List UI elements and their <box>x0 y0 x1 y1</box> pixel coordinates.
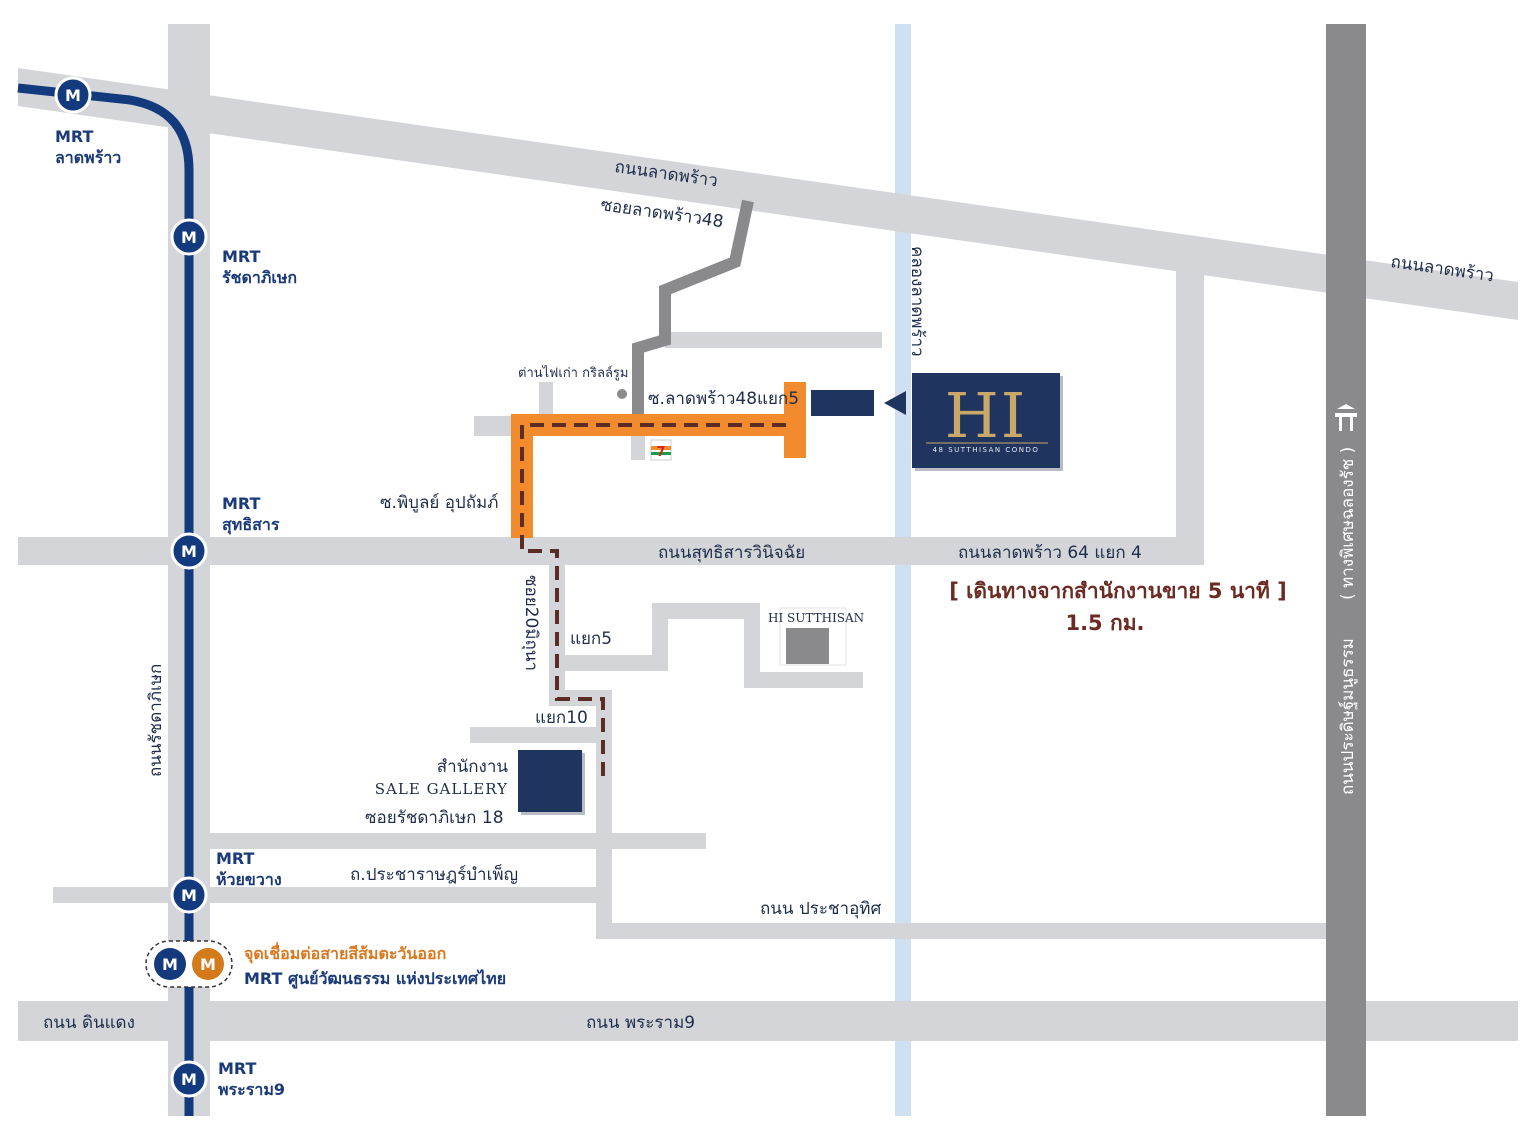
station-label-huaykwang-line1: MRT <box>216 849 255 868</box>
condo-tagline: 48 SUTTHISAN CONDO <box>933 446 1040 454</box>
road-rama9 <box>18 1001 1518 1041</box>
condo-logo-text: HI <box>945 379 1028 452</box>
pointer-triangle-icon <box>884 391 906 415</box>
road-label-prachautit: ถนน ประชาอุทิศ <box>760 899 881 919</box>
expressway-chalong-rat <box>1326 24 1366 1116</box>
road-soi48-5-top <box>665 332 882 348</box>
route-soi-ladprao48 <box>632 199 754 426</box>
road-hi-sutthisan <box>652 603 863 688</box>
station-badge-circle <box>170 218 208 256</box>
sale-gallery-building <box>518 750 582 812</box>
seven-eleven-label: 7 <box>656 445 665 460</box>
interchange-title: จุดเชื่อมต่อสายสีส้มตะวันออก <box>244 942 446 964</box>
interchange-blue-circle <box>154 948 186 980</box>
road-label-yaek10: แยก10 <box>535 708 588 728</box>
road-soi20-lower <box>596 698 612 938</box>
road-prachautit <box>596 923 1326 939</box>
road-label-canal: คลองลาดพร้าว <box>907 246 927 357</box>
poi-dot-icon <box>617 389 627 399</box>
road-label-sutthisan: ถนนสุทธิสารวินิจฉัย <box>658 543 805 563</box>
sale-gallery-label: SALE GALLERY <box>375 780 508 798</box>
station-label-sutthisan-line2: สุทธิสาร <box>222 515 280 535</box>
expressway-icon <box>1335 404 1357 431</box>
road-label-vibhavadi: ถนนประดิษฐ์มนูธรรม <box>1338 638 1358 795</box>
condo-logo-card[interactable]: HI 48 SUTTHISAN CONDO <box>912 373 1063 471</box>
station-badge-huaykwang[interactable]: M <box>170 876 208 914</box>
road-soi-phibun-stub <box>539 382 553 416</box>
travel-note-distance: 1.5 กม. <box>1065 611 1144 635</box>
road-label-soi48-5: ซ.ลาดพร้าว48แยก5 <box>648 389 799 409</box>
interchange-badge[interactable]: M M <box>145 940 233 988</box>
station-badge-circle <box>170 532 208 570</box>
station-badge-rama9[interactable]: M <box>170 1060 208 1098</box>
station-label-huaykwang-line2: ห้วยขวาง <box>216 870 282 889</box>
station-label-rama9-line2: พระราม9 <box>218 1080 285 1099</box>
road-label-pracharat: ถ.ประชาราษฎร์บำเพ็ญ <box>350 863 518 885</box>
road-label-ratchadaphisek: ถนนรัชดาภิเษก <box>146 664 166 777</box>
orange-route-endcap <box>784 382 806 458</box>
road-label-soi20: ซอย20มิถุนา <box>521 575 541 671</box>
station-badge-letter: M <box>181 542 197 561</box>
interchange-blue-letter: M <box>162 955 178 974</box>
station-badge-ratchada[interactable]: M <box>170 218 208 256</box>
station-label-ratchada-line1: MRT <box>222 247 261 266</box>
station-badge-circle <box>170 876 208 914</box>
station-badge-letter: M <box>181 1070 197 1089</box>
station-badge-letter: M <box>181 886 197 905</box>
road-label-ladprao64: ถนนลาดพร้าว 64 แยก 4 <box>958 543 1142 563</box>
road-ratchada18 <box>210 833 706 849</box>
interchange-orange-letter: M <box>200 955 216 974</box>
road-yaek5 <box>565 655 668 671</box>
mrt-station-badges: M M M M M <box>54 76 208 1098</box>
road-soi48-5-west <box>474 416 514 436</box>
road-ladprao64 <box>1176 250 1204 565</box>
road-label-rama9: ถนน พระราม9 <box>586 1013 695 1033</box>
station-badge-ladprao[interactable]: M <box>54 76 92 114</box>
road-sutthisan <box>18 537 1204 565</box>
travel-note-time: [ เดินทางจากสำนักงานขาย 5 นาที ] <box>949 579 1286 603</box>
landmark-old-station-grill: ต่านไฟเก่า กริลล์รูม <box>518 365 628 381</box>
interchange-subtitle: MRT ศูนย์วัฒนธรรม แห่งประเทศไทย <box>244 969 506 990</box>
road-yaek10 <box>470 727 612 743</box>
road-ladprao <box>18 68 1518 320</box>
mrt-blue-line <box>17 83 194 1116</box>
road-label-expressway: ( ทางพิเศษฉลองรัช ) <box>1338 447 1358 600</box>
road-label-soi-ratchada18: ซอยรัชดาภิเษก 18 <box>365 808 504 828</box>
station-badge-sutthisan[interactable]: M <box>170 532 208 570</box>
station-label-ladprao-line2: ลาดพร้าว <box>55 148 121 167</box>
station-label-ratchada-line2: รัชดาภิเษก <box>222 268 297 287</box>
condo-site-block <box>811 390 874 416</box>
road-label-soi-phibun: ซ.พิบูลย์ อุปถัมภ์ <box>380 493 498 513</box>
station-badge-circle <box>170 1060 208 1098</box>
sale-office-label: สำนักงาน <box>437 757 509 777</box>
walking-route <box>520 423 786 776</box>
station-label-sutthisan-line1: MRT <box>222 494 261 513</box>
condo-logo-background <box>912 373 1060 468</box>
road-label-yaek5: แยก5 <box>570 629 612 649</box>
road-label-dindaeng: ถนน ดินแดง <box>43 1013 135 1033</box>
station-badge-letter: M <box>181 228 197 247</box>
canal-ladprao <box>895 24 911 1116</box>
hi-sutthisan-building <box>786 628 829 664</box>
seven-eleven-icon: 7 <box>650 439 672 461</box>
road-soi48-stub <box>631 432 645 460</box>
landmark-hi-sutthisan: HI SUTTHISAN <box>768 611 864 625</box>
station-badge-circle <box>54 76 92 114</box>
station-label-rama9-line1: MRT <box>218 1059 257 1078</box>
road-pracharat <box>53 887 610 903</box>
station-label-ladprao-line1: MRT <box>55 127 94 146</box>
station-badge-letter: M <box>65 86 81 105</box>
interchange-orange-circle <box>192 948 224 980</box>
